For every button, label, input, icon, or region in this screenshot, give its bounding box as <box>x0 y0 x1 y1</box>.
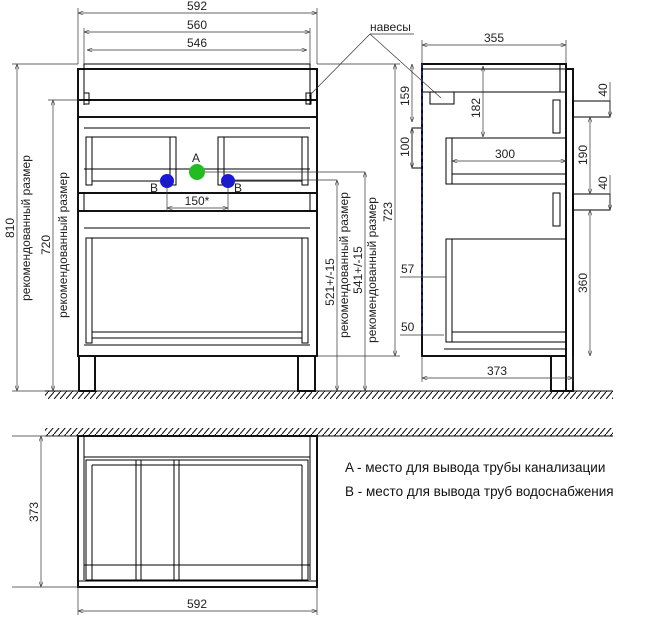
side-view <box>411 63 611 392</box>
dim-190: 190 <box>576 145 590 165</box>
dim-300: 300 <box>495 147 515 161</box>
dim-57: 57 <box>401 262 415 276</box>
pipe-top <box>572 100 611 118</box>
dim-top-width-592: 592 <box>187 597 207 611</box>
label-recommended-521: рекомендованный размер <box>337 192 351 338</box>
hinge-right <box>305 92 312 105</box>
dim-182: 182 <box>469 98 483 118</box>
dim-width-560: 560 <box>187 18 207 32</box>
dim-height-723: 723 <box>381 202 395 222</box>
label-recommended-541: рекомендованный размер <box>365 197 379 343</box>
dim-top-depth-373: 373 <box>27 502 41 522</box>
handle-top <box>552 99 561 134</box>
dim-height-541: 541+/-15 <box>351 246 365 294</box>
drain-pipe-point-a <box>189 164 205 180</box>
label-a: A <box>192 151 200 165</box>
dim-159: 159 <box>398 86 412 106</box>
label-recommended-720: рекомендованный размер <box>56 172 70 318</box>
front-view: A B B 150* <box>77 63 365 392</box>
dim-width-592: 592 <box>187 0 207 13</box>
dim-40-top: 40 <box>596 83 610 97</box>
leg-right <box>297 355 316 392</box>
hinge-side <box>429 91 455 105</box>
label-b-right: B <box>234 181 242 195</box>
dim-height-521: 521+/-15 <box>323 258 337 306</box>
dim-360: 360 <box>576 273 590 293</box>
dim-pipe-spacing: 150* <box>185 194 210 208</box>
leg-side <box>550 355 567 392</box>
label-hinges: навесы <box>370 20 411 34</box>
dim-height-810: 810 <box>3 218 17 238</box>
pipe-bottom <box>572 193 611 211</box>
handle-bottom <box>552 192 561 227</box>
floor-top-view <box>45 428 613 437</box>
label-b-left: B <box>150 181 158 195</box>
leg-left <box>78 355 96 392</box>
dim-width-546: 546 <box>187 36 207 50</box>
side-dimensions: 355 373 159 100 182 300 40 190 40 360 57… <box>398 31 610 382</box>
top-view <box>77 435 318 588</box>
dim-40-bottom: 40 <box>596 176 610 190</box>
dim-depth-373: 373 <box>487 364 507 378</box>
top-dimensions: 373 592 <box>12 435 318 615</box>
dim-depth-355: 355 <box>484 31 504 45</box>
dim-50: 50 <box>401 320 415 334</box>
dim-100: 100 <box>398 137 412 157</box>
hinge-left <box>83 92 90 105</box>
dim-height-720: 720 <box>39 235 53 255</box>
floor-front-side <box>45 390 613 399</box>
legend-a: A - место для вывода трубы канализации <box>345 460 605 475</box>
label-recommended-810: рекомендованный размер <box>19 155 33 301</box>
legend-b: B - место для вывода труб водоснабжения <box>345 484 614 499</box>
front-dimensions: 592 560 546 810 рекомендованный размер 7… <box>3 0 442 392</box>
